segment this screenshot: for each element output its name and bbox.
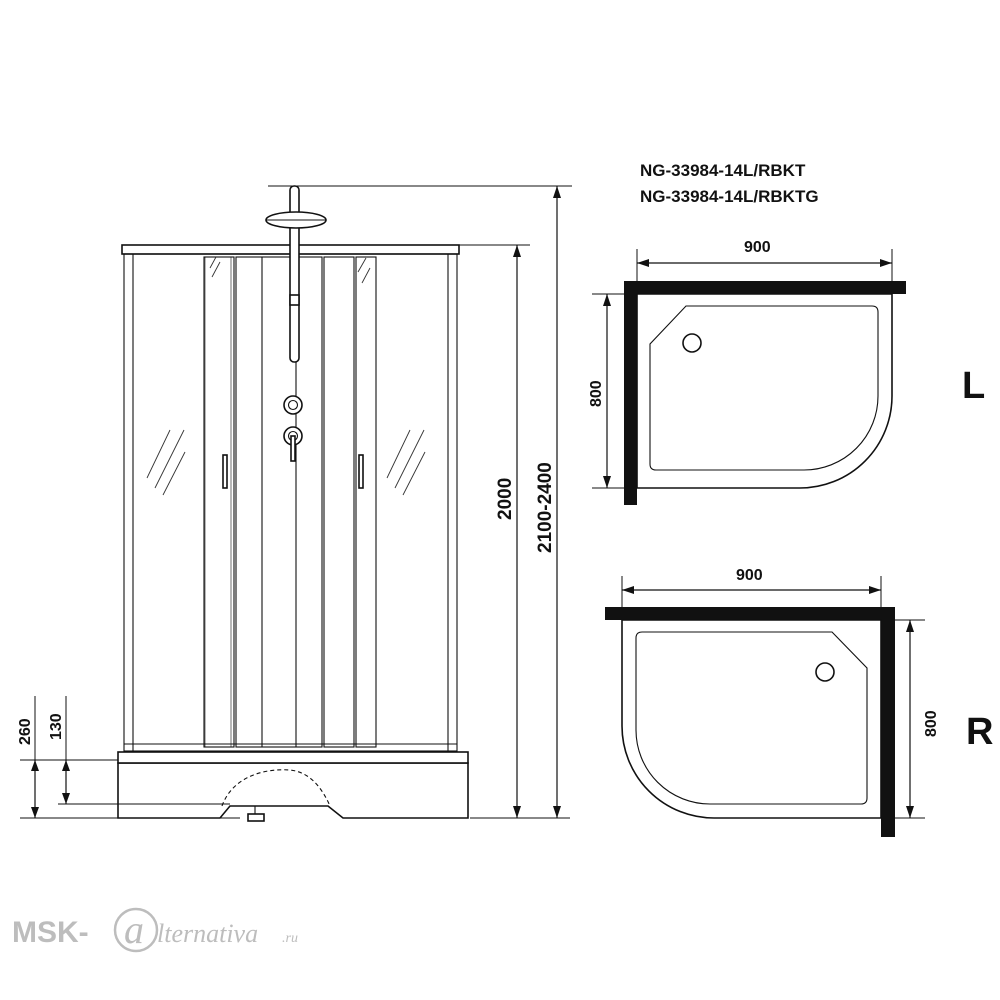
plan-right-tray-outline (621, 619, 882, 819)
plan-left-back-wall (624, 281, 906, 294)
left-door-handle (222, 454, 228, 489)
plan-right-tray-basin (635, 631, 868, 805)
plan-left-tray-basin (649, 305, 879, 471)
plan-left-tray-outline (636, 293, 893, 489)
drain-siphon (247, 813, 265, 822)
shower-tray (117, 762, 469, 819)
elevation-dimensions: 2000 2100-2400 260 130 (17, 185, 572, 819)
watermark-suffix: lternativa (157, 919, 258, 948)
mixer-lever (290, 435, 296, 462)
plan-right-depth: 800 (923, 710, 940, 737)
plan-left-drain (682, 333, 702, 353)
plan-left-depth: 800 (588, 380, 605, 407)
back-panel (235, 256, 323, 748)
plan-right: 900 800 R (605, 567, 993, 837)
dim-height-cabin: 2000 (495, 478, 516, 520)
shower-cabin-elevation (117, 185, 469, 822)
right-door-handle (358, 454, 364, 489)
tray-rim (117, 751, 469, 764)
model-name-2: NG-33984-14L/RBKTG (640, 187, 819, 206)
diverter-knob (283, 395, 303, 415)
plan-right-drain (815, 662, 835, 682)
plan-left-width: 900 (744, 239, 771, 256)
right-door-panel (323, 256, 355, 748)
riser-slider (289, 294, 300, 306)
dim-height-total: 2100-2400 (535, 462, 556, 553)
dim-tray-height: 260 (17, 718, 34, 745)
tray-drain-channel (221, 769, 331, 807)
plan-left-label: L (962, 365, 985, 407)
plan-left: 900 800 L (588, 239, 985, 505)
plan-right-width: 900 (736, 567, 763, 584)
plan-left-side-wall (624, 281, 637, 505)
watermark-tld: .ru (282, 931, 298, 946)
dim-tray-raise: 130 (48, 713, 65, 740)
watermark-logo-letter: a (124, 907, 144, 952)
watermark-prefix: MSK- (12, 916, 89, 949)
site-watermark-logo: MSK- a lternativa .ru (12, 907, 298, 953)
plan-right-side-wall (881, 607, 895, 837)
glass-glare-right (357, 257, 426, 496)
left-door-panel (203, 256, 235, 748)
watermark-logo-ring (113, 907, 159, 953)
model-name-1: NG-33984-14L/RBKT (640, 161, 806, 180)
plan-right-back-wall (605, 607, 895, 620)
glass-glare-left (146, 256, 221, 496)
plan-right-label: R (966, 711, 993, 753)
